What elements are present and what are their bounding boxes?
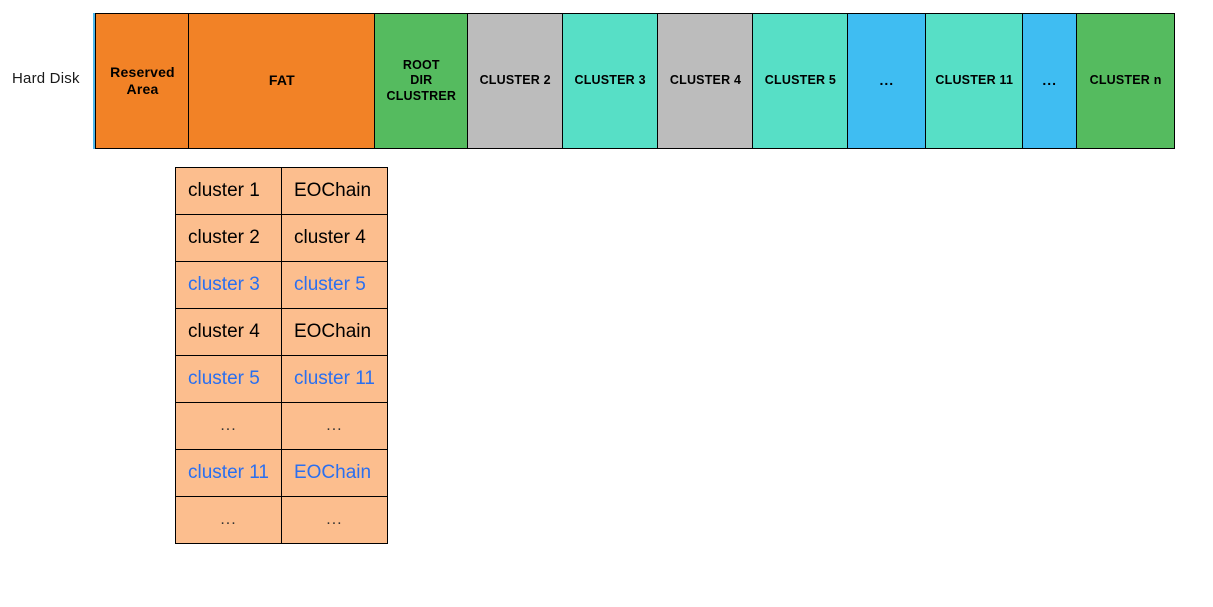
disk-segment-label: ...: [1042, 72, 1057, 89]
disk-segment-cluster-n: CLUSTER n: [1076, 13, 1176, 149]
disk-segment-label: CLUSTER n: [1089, 73, 1162, 88]
hard-disk-label: Hard Disk: [12, 70, 80, 87]
disk-segment-ellipsis: ...: [1021, 13, 1078, 149]
disk-segment-label: CLUSTER 4: [669, 73, 742, 88]
disk-segment-label: ROOT DIR CLUSTRER: [386, 57, 457, 103]
disk-segment-cluster-3: CLUSTER 3: [561, 13, 659, 149]
fat-cell-next: EOChain: [280, 449, 388, 497]
fat-cell-next: ...: [280, 402, 388, 450]
disk-segment-cluster-5: CLUSTER 5: [752, 13, 849, 149]
fat-cell-cluster: cluster 11: [175, 449, 282, 497]
disk-segment-cluster-11: CLUSTER 11: [925, 13, 1024, 149]
fat-cell-cluster: cluster 3: [175, 261, 282, 309]
fat-cell-next: cluster 5: [280, 261, 388, 309]
disk-segment-label: Reserved Area: [110, 63, 175, 98]
disk-segment-label: CLUSTER 3: [574, 73, 646, 88]
fat-cell-cluster: ...: [175, 402, 282, 450]
fat-cell-cluster: ...: [175, 496, 282, 544]
fat-cell-next: ...: [280, 496, 388, 544]
disk-segment-fat: FAT: [188, 13, 376, 149]
disk-segment-cluster-2: CLUSTER 2: [467, 13, 564, 149]
fat-cell-cluster: cluster 2: [175, 214, 282, 262]
fat-cell-next: cluster 4: [280, 214, 388, 262]
fat-cell-cluster: cluster 4: [175, 308, 282, 356]
disk-segment-reserved-area: Reserved Area: [95, 13, 190, 149]
table-row: ......: [175, 402, 388, 450]
disk-segment-label: FAT: [268, 72, 295, 89]
fat-cell-cluster: cluster 1: [175, 167, 282, 215]
disk-segment-label: CLUSTER 2: [479, 73, 551, 88]
table-row: ......: [175, 496, 388, 544]
fat-cell-next: EOChain: [280, 167, 388, 215]
disk-segment-cluster-4: CLUSTER 4: [657, 13, 755, 149]
disk-segment-root-dir-clustrer: ROOT DIR CLUSTRER: [373, 13, 469, 149]
disk-segment-label: ...: [879, 72, 895, 89]
disk-segment-label: CLUSTER 11: [935, 73, 1014, 88]
fat-cell-next: EOChain: [280, 308, 388, 356]
fat-cell-cluster: cluster 5: [175, 355, 282, 403]
hard-disk-layout-bar: Reserved Area FAT ROOT DIR CLUSTRER CLUSTER…: [93, 13, 1191, 149]
disk-segment-label: CLUSTER 5: [764, 73, 837, 88]
fat-cell-next: cluster 11: [280, 355, 388, 403]
disk-segment-ellipsis: ...: [846, 13, 927, 149]
